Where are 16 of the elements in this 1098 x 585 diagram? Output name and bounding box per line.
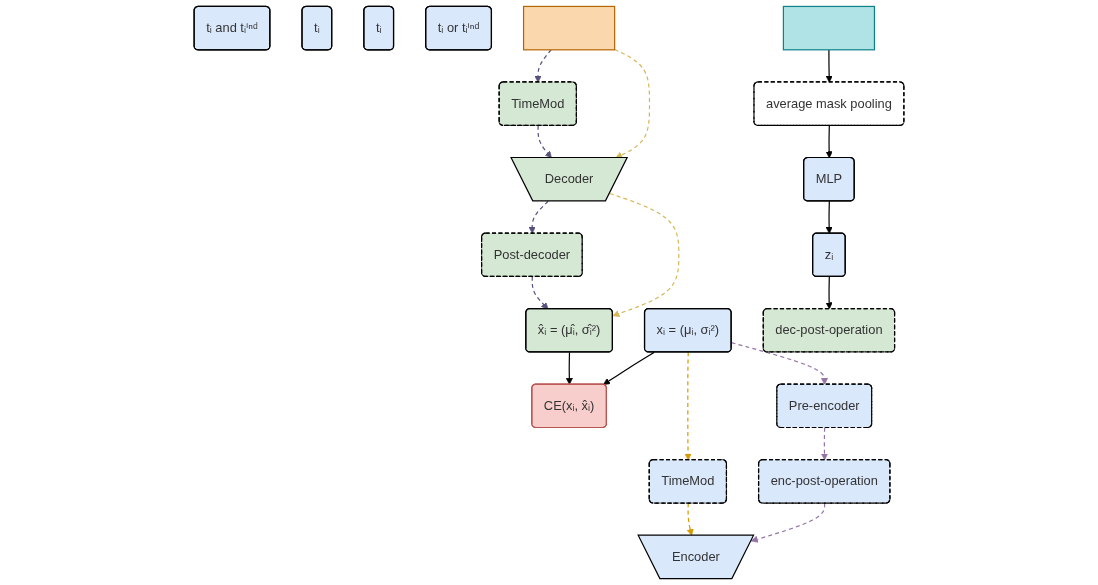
arrow: [609, 192, 680, 317]
arrow: [820, 427, 828, 461]
arrow: [825, 125, 833, 159]
arrow: [603, 351, 655, 385]
arrow: [534, 49, 552, 83]
arrow: [825, 276, 833, 310]
arrow: [686, 502, 694, 536]
arrow: [565, 351, 573, 385]
arrow: [750, 502, 826, 543]
arrow: [531, 276, 549, 310]
node-bar: [522, 5, 616, 51]
arrow: [684, 351, 692, 461]
arrow: [825, 200, 833, 234]
node-bar: [782, 5, 876, 51]
arrow: [528, 200, 549, 234]
arrow: [825, 49, 833, 83]
